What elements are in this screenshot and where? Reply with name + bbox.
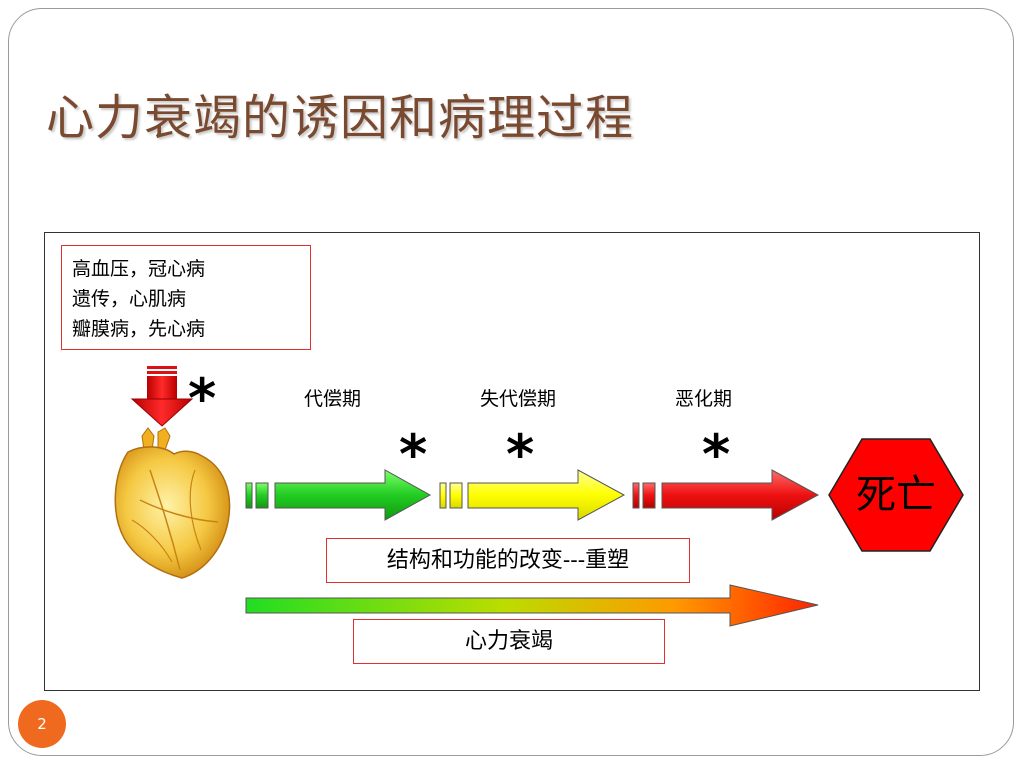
remodeling-label: 结构和功能的改变---重塑 [326,538,690,583]
slide-frame [8,8,1014,756]
asterisk-marker: * [188,367,217,430]
octagon-stop-icon [828,438,964,552]
death-label: 死亡 [856,472,936,518]
causes-box: 高血压，冠心病 遗传，心肌病 瓣膜病，先心病 [61,245,311,350]
down-arrow-icon [130,366,194,427]
heart-icon [114,427,231,579]
progression-arrow [245,584,819,627]
stage-label-decompensated: 失代偿期 [480,388,557,410]
asterisk-marker: * [702,423,731,486]
asterisk-marker: * [399,423,428,486]
compensated-stage-arrow [245,469,432,521]
stage-label-compensated: 代偿期 [304,388,362,410]
asterisk-marker: * [506,423,535,486]
cause-item: 高血压，冠心病 [72,258,206,280]
heart-failure-label: 心力衰竭 [353,619,665,664]
page-number-badge: 2 [18,700,66,748]
cause-item: 遗传，心肌病 [72,288,187,310]
page-title: 心力衰竭的诱因和病理过程 [46,90,635,146]
cause-item: 瓣膜病，先心病 [72,318,206,340]
deterioration-stage-arrow [632,469,820,521]
decompensated-stage-arrow [439,469,626,521]
stage-label-deterioration: 恶化期 [675,388,733,410]
